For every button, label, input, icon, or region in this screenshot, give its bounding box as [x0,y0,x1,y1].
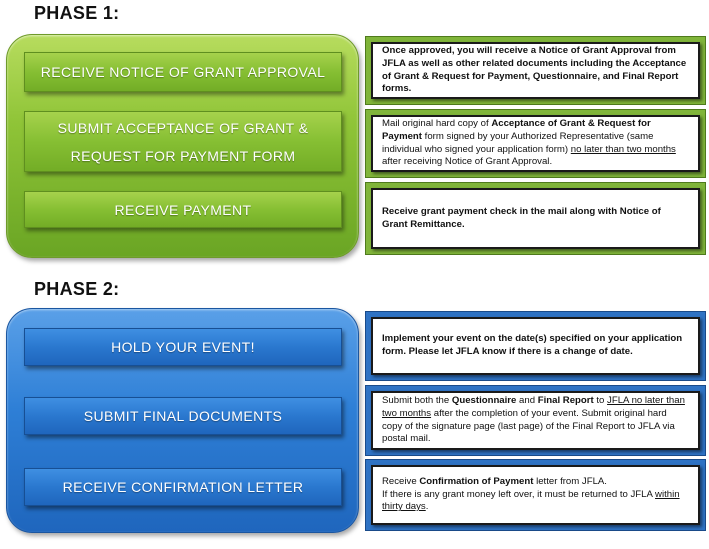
phase-1-note-2: Mail original hard copy of Acceptance of… [365,109,706,178]
note-emphasis-questionnaire: Questionnaire [451,395,517,407]
note-text: Mail original hard copy of Acceptance of… [371,115,700,172]
note-text: Submit both the Questionnaire and Final … [371,391,700,450]
step-submit-final-documents: Submit final documents [24,397,342,435]
note-segment: Mail original hard copy of [382,118,492,130]
step-hold-your-event: Hold your event! [24,328,342,366]
note-emphasis-confirmation-of-payment: Confirmation of Payment [419,476,534,488]
note-segment: form signed by your Authorized Represent… [382,130,654,155]
step-receive-notice-of-grant-approval: Receive notice of grant approval [24,52,342,92]
note-text: Receive Confirmation of Payment letter f… [371,465,700,525]
note-emphasis-final-report: Final Report [537,395,594,407]
note-segment: after the completion of your event. Subm… [382,407,675,445]
note-deadline: JFLA no later than two months [382,395,685,419]
note-text: Implement your event on the date(s) spec… [371,317,700,375]
phase-2-note-2: Submit both the Questionnaire and Final … [365,385,706,456]
note-segment: and [516,395,538,407]
note-body: Receive grant payment check in the mail … [382,205,661,230]
note-emphasis-acceptance-form: Acceptance of Grant & Request for Paymen… [382,118,651,142]
phase-1-note-1: Once approved, you will receive a Notice… [365,36,706,105]
note-segment: after receiving Notice of Grant Approval… [382,156,553,168]
step-receive-payment: Receive payment [24,191,342,228]
note-body: Once approved, you will receive a Notice… [382,45,687,95]
phase-2-note-3: Receive Confirmation of Payment letter f… [365,459,706,531]
note-segment: If there is any grant money left over, i… [382,488,656,500]
note-segment: to [593,395,608,407]
note-segment: . [425,501,429,513]
note-segment: Submit both the [382,395,452,407]
step-submit-acceptance-form: Submit acceptance of grant & request for… [24,111,342,172]
note-segment: letter from JFLA. [533,476,607,488]
step-receive-confirmation-letter: Receive confirmation letter [24,468,342,506]
note-body: Implement your event on the date(s) spec… [382,333,683,357]
phase-1-title: PHASE 1: [34,3,120,23]
phase-2-title: PHASE 2: [34,279,120,299]
note-deadline: within thirty days [382,488,680,513]
phase-1-note-3: Receive grant payment check in the mail … [365,182,706,255]
note-text: Once approved, you will receive a Notice… [371,42,700,99]
note-deadline: no later than two months [570,143,676,155]
phase-2-note-1: Implement your event on the date(s) spec… [365,311,706,381]
note-segment: Receive [382,476,420,488]
note-text: Receive grant payment check in the mail … [371,188,700,249]
